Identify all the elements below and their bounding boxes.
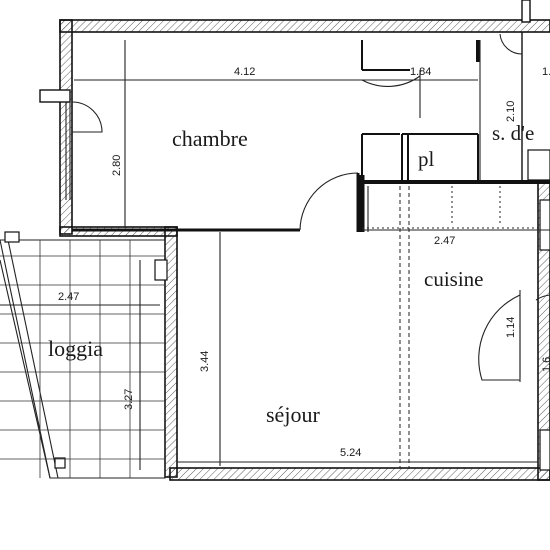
dim-chambre-depth: 2.80 xyxy=(111,155,123,176)
top-wall xyxy=(59,19,550,33)
room-label-chambre: chambre xyxy=(172,126,248,151)
dim-right-partial: 1.6 xyxy=(541,357,550,372)
exterior-walls xyxy=(59,0,550,481)
room-label-placard: pl xyxy=(418,147,435,171)
interior-partitions xyxy=(72,32,550,232)
chambre-window xyxy=(39,89,103,200)
dim-kitchen-width: 2.47 xyxy=(434,235,455,247)
chambre-door-arc xyxy=(299,172,359,231)
loggia-area xyxy=(0,231,168,479)
dim-right-edge: 1. xyxy=(542,66,550,78)
kitchen-details xyxy=(362,149,550,471)
dimension-lines xyxy=(74,40,550,466)
dim-sejour-depth: 3.44 xyxy=(199,351,211,372)
room-label-salle-d-eau: s. d'e xyxy=(492,121,534,145)
dim-chambre-width: 4.12 xyxy=(234,66,255,78)
dim-corridor-width: 1.84 xyxy=(410,66,431,78)
dim-cuisine-door: 1.14 xyxy=(505,317,517,338)
top-right-nib xyxy=(521,0,531,23)
dim-sde-depth: 2.10 xyxy=(505,101,517,122)
room-label-cuisine: cuisine xyxy=(424,267,483,291)
dim-loggia-width: 2.47 xyxy=(58,291,79,303)
room-label-loggia: loggia xyxy=(48,336,103,361)
sejour-bottom-wall xyxy=(169,467,550,481)
dim-sejour-width: 5.24 xyxy=(340,447,361,459)
room-label-sejour: séjour xyxy=(266,402,320,427)
dim-loggia-depth: 3.27 xyxy=(123,389,135,410)
